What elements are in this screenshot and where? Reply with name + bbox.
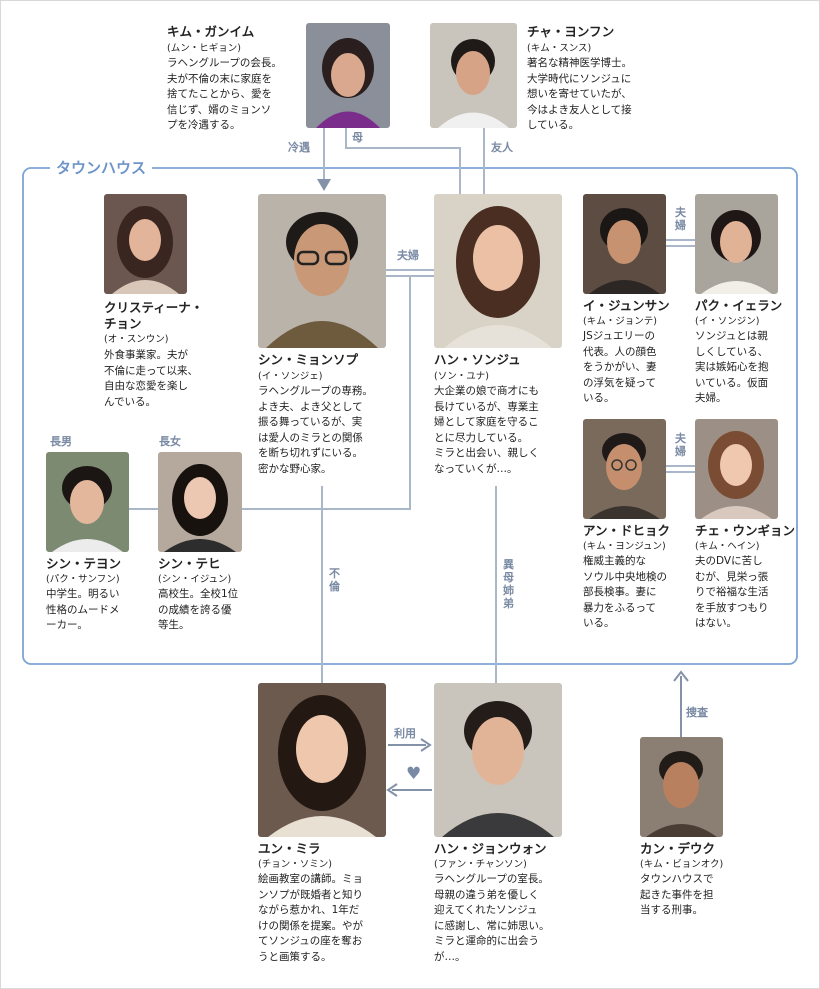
desc-an-dohyoku: 権威主義的な ソウル中央地検の 部長検事。妻に 暴力をふるって いる。	[583, 555, 667, 629]
label-fuufu-main: 夫婦	[397, 249, 419, 262]
actor-shin-myonsop: (イ・ソンジェ)	[258, 371, 323, 382]
name-christina: クリスティーナ・ チョン	[104, 300, 204, 331]
name-shin-myonsop: シン・ミョンソプ	[258, 352, 359, 367]
actor-an-dohyoku: (キム・ヨンジュン)	[583, 541, 666, 552]
actor-shin-tehi: (シン・イジュン)	[158, 574, 232, 585]
name-han-sonju: ハン・ソンジュ	[434, 352, 521, 367]
photo-shin-myonsop	[258, 194, 386, 348]
label-choujo: 長女	[159, 435, 181, 448]
photo-che-ungyon	[695, 419, 778, 519]
name-han-jonwon: ハン・ジョンウォン	[434, 841, 547, 856]
label-fuufu-2: 夫 婦	[674, 432, 687, 458]
photo-shin-tehi	[158, 452, 242, 552]
line-haha	[345, 128, 461, 195]
name-shin-tehi: シン・テヒ	[158, 556, 221, 571]
name-i-junsan: イ・ジュンサン	[583, 298, 670, 313]
actor-kan-deuku: (キム・ビョンオク)	[640, 859, 724, 870]
name-cha-yonfun: チャ・ヨンフン	[527, 24, 615, 39]
heart-icon: ♥	[406, 764, 422, 784]
arrow-sousa	[673, 670, 689, 682]
actor-shin-teyon: (パク・サンフン)	[46, 574, 120, 585]
actor-christina: (オ・スンウン)	[104, 334, 169, 345]
photo-kim-ganim	[306, 23, 390, 128]
desc-kim-ganim: ラヘングループの会長。 夫が不倫の末に家庭を 捨てたことから、愛を 信じず、婿の…	[167, 57, 282, 131]
desc-christina: 外食事業家。夫が 不倫に走って以来、 自由な恋愛を楽し んでいる。	[104, 349, 198, 408]
actor-han-jonwon: (ファン・チャンソン)	[434, 859, 527, 870]
label-riyou: 利用	[394, 727, 416, 740]
actor-che-ungyon: (キム・ヘイン)	[695, 541, 760, 552]
name-kim-ganim: キム・ガンイム	[167, 24, 255, 39]
label-chounan: 長男	[50, 435, 72, 448]
townhouse-title: タウンハウス	[50, 157, 153, 178]
label-yuujin: 友人	[491, 141, 513, 154]
desc-i-junsan: JSジュエリーの 代表。人の顔色 をうかがい、妻 の浮気を疑って いる。	[583, 330, 657, 404]
label-fuufu-1: 夫 婦	[674, 206, 687, 232]
name-kan-deuku: カン・デウク	[640, 841, 716, 856]
label-haha: 母	[352, 131, 363, 144]
desc-han-sonju: 大企業の娘で商才にも 長けているが、専業主 婦として家庭を守るこ とに尽力してい…	[434, 385, 539, 475]
actor-i-junsan: (キム・ジョンテ)	[583, 316, 657, 327]
label-reiguu: 冷遇	[288, 141, 310, 154]
actor-han-sonju: (ソン・ユナ)	[434, 371, 489, 382]
arrow-love	[386, 783, 398, 797]
photo-cha-yonfun	[430, 23, 517, 128]
desc-shin-teyon: 中学生。明るい 性格のムードメ ーカー。	[46, 588, 120, 631]
desc-cha-yonfun: 著名な精神医学博士。 大学時代にソンジュに 想いを寄せていたが、 今はよき友人と…	[527, 57, 632, 131]
name-yun-mira: ユン・ミラ	[258, 841, 321, 856]
photo-i-junsan	[583, 194, 666, 294]
label-ibo: 異 母 姉 弟	[502, 558, 515, 610]
actor-kim-ganim: (ムン・ヒギョン)	[167, 43, 241, 54]
photo-han-sonju	[434, 194, 562, 348]
arrow-reiguu	[317, 179, 331, 191]
name-che-ungyon: チェ・ウンギョン	[695, 523, 796, 538]
desc-che-ungyon: 夫のDVに苦し むが、見栄っ張 りで裕福な生活 を手放すつもり はない。	[695, 555, 769, 629]
name-paku-ieran: パク・イェラン	[695, 298, 783, 313]
desc-yun-mira: 絵画教室の講師。ミョ ンソプが既婚者と知り ながら惹かれ、1年だ けの関係を提案…	[258, 873, 363, 963]
photo-christina	[104, 194, 187, 294]
actor-paku-ieran: (イ・ソンジン)	[695, 316, 760, 327]
desc-shin-myonsop: ラヘングループの専務。 よき夫、よき父として 振る舞っているが、実 は愛人のミラ…	[258, 385, 373, 475]
photo-yun-mira	[258, 683, 386, 837]
actor-cha-yonfun: (キム・スンス)	[527, 43, 592, 54]
photo-an-dohyoku	[583, 419, 666, 519]
label-furin: 不 倫	[328, 567, 341, 593]
desc-shin-tehi: 高校生。全校1位 の成績を誇る優 等生。	[158, 588, 239, 631]
name-shin-teyon: シン・テヨン	[46, 556, 122, 571]
name-an-dohyoku: アン・ドヒョク	[583, 523, 671, 538]
desc-paku-ieran: ソンジュとは親 しくしている、 実は嫉妬心を抱 いている。仮面 夫婦。	[695, 330, 769, 404]
label-sousa: 捜査	[686, 706, 708, 719]
arrow-riyou	[420, 738, 432, 752]
townhouse-box	[22, 167, 798, 665]
photo-paku-ieran	[695, 194, 778, 294]
photo-kan-deuku	[640, 737, 723, 837]
line-family	[242, 276, 411, 510]
photo-han-jonwon	[434, 683, 562, 837]
desc-han-jonwon: ラヘングループの室長。 母親の違う弟を優しく 迎えてくれたソンジュ に感謝し、常…	[434, 873, 550, 963]
photo-shin-teyon	[46, 452, 129, 552]
desc-kan-deuku: タウンハウスで 起きた事件を担 当する刑事。	[640, 873, 714, 916]
actor-yun-mira: (チョン・ソミン)	[258, 859, 332, 870]
